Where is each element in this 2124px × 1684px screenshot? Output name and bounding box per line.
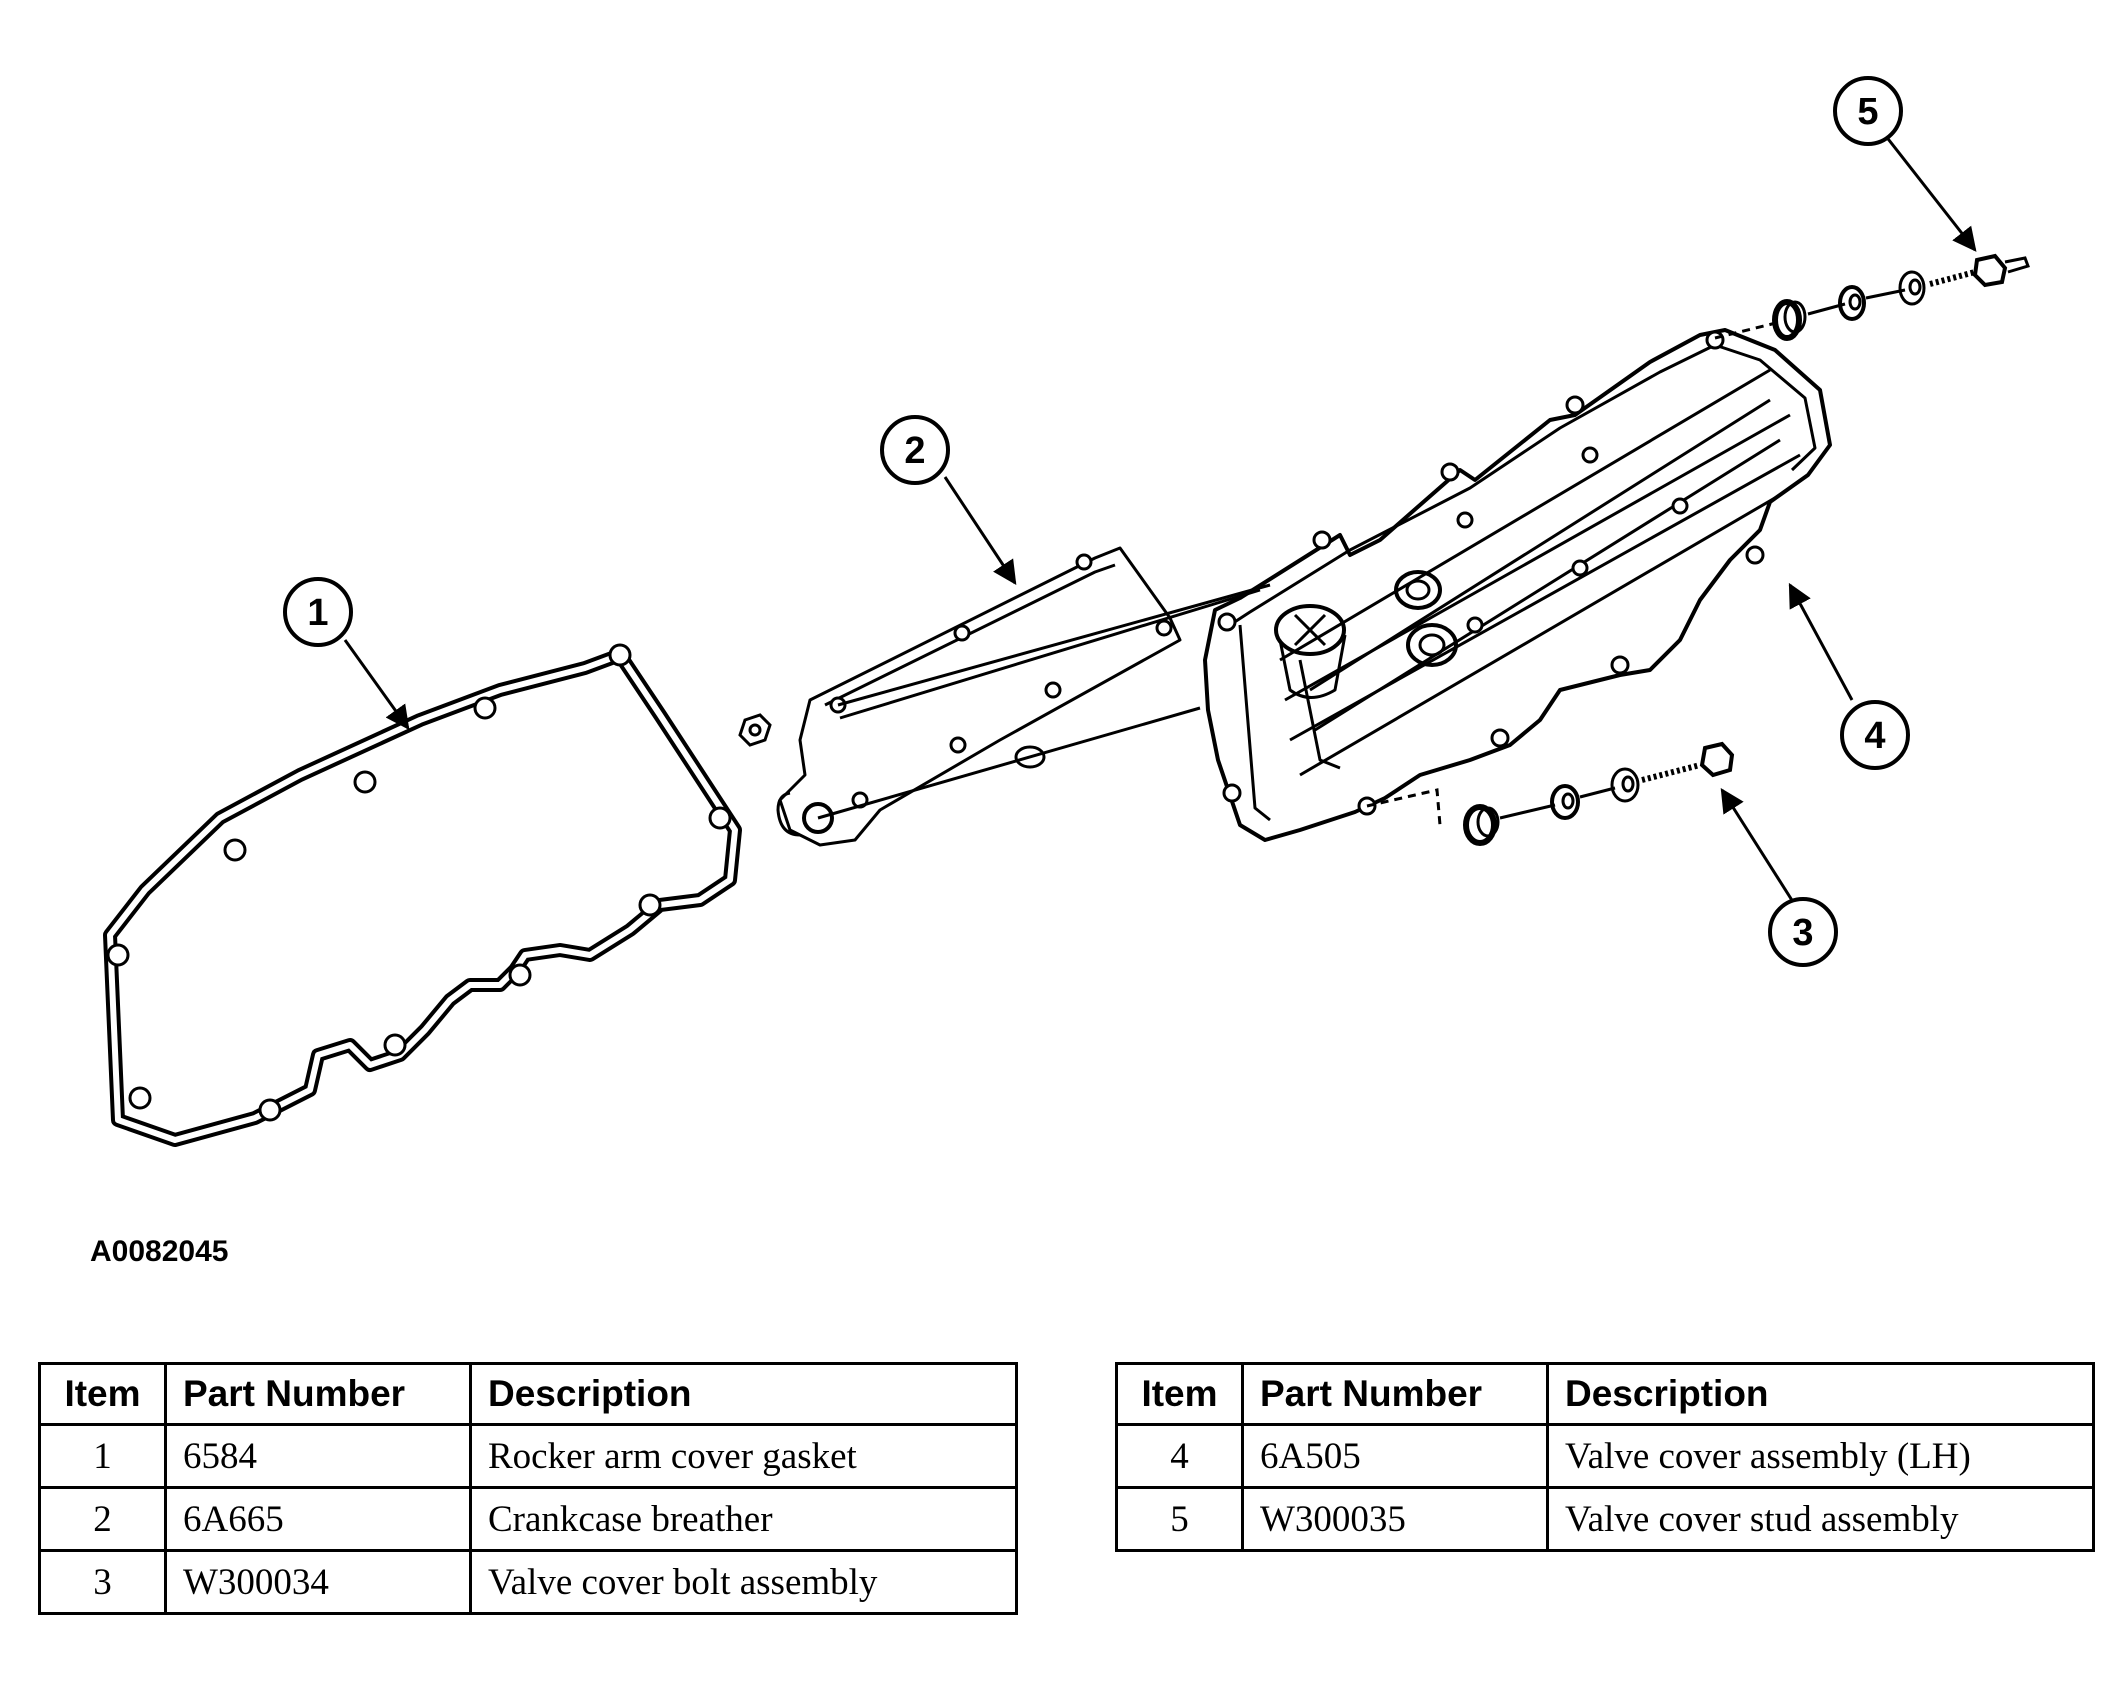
header-description: Description — [1546, 1362, 2095, 1426]
parts-table-left: Item Part Number Description 1 6584 Rock… — [38, 1362, 1018, 1615]
cell-part-number: 6A505 — [1241, 1423, 1549, 1489]
callout-4: 4 — [1840, 700, 1910, 770]
svg-text:1: 1 — [307, 592, 328, 634]
table-header-row: Item Part Number Description — [38, 1362, 1018, 1426]
cell-part-number: 6A665 — [164, 1486, 472, 1552]
cell-description: Valve cover bolt assembly — [469, 1549, 1018, 1615]
header-description: Description — [469, 1362, 1018, 1426]
cell-description: Valve cover stud assembly — [1546, 1486, 2095, 1552]
cell-item: 5 — [1115, 1486, 1244, 1552]
valve-cover-assembly — [1203, 328, 1832, 842]
cell-part-number: W300035 — [1241, 1486, 1549, 1552]
callout-leaders — [343, 134, 1977, 906]
svg-text:5: 5 — [1857, 91, 1878, 133]
table-row: 2 6A665 Crankcase breather — [38, 1486, 1018, 1552]
cell-item: 3 — [38, 1549, 167, 1615]
nut — [738, 713, 772, 747]
header-item: Item — [38, 1362, 167, 1426]
figure-id: A0082045 — [90, 1235, 229, 1268]
callout-1: 1 — [283, 577, 353, 647]
cell-item: 4 — [1115, 1423, 1244, 1489]
rocker-arm-cover-gasket — [103, 643, 742, 1147]
table-row: 4 6A505 Valve cover assembly (LH) — [1115, 1423, 2095, 1489]
valve-cover-bolt-assembly — [1366, 741, 1735, 846]
cell-description: Crankcase breather — [469, 1486, 1018, 1552]
callout-3: 3 — [1768, 897, 1838, 967]
header-item: Item — [1115, 1362, 1244, 1426]
header-part-number: Part Number — [164, 1362, 472, 1426]
callout-2: 2 — [880, 415, 950, 485]
table-row: 5 W300035 Valve cover stud assembly — [1115, 1486, 2095, 1552]
valve-cover-stud-assembly — [1714, 253, 2030, 341]
parts-table-right: Item Part Number Description 4 6A505 Val… — [1115, 1362, 2095, 1552]
header-part-number: Part Number — [1241, 1362, 1549, 1426]
svg-text:2: 2 — [904, 430, 925, 472]
table-row: 3 W300034 Valve cover bolt assembly — [38, 1549, 1018, 1615]
svg-text:4: 4 — [1864, 715, 1885, 757]
cell-description: Valve cover assembly (LH) — [1546, 1423, 2095, 1489]
cell-part-number: 6584 — [164, 1423, 472, 1489]
cell-description: Rocker arm cover gasket — [469, 1423, 1018, 1489]
svg-text:3: 3 — [1792, 912, 1813, 954]
callout-5: 5 — [1833, 76, 1903, 146]
cell-item: 1 — [38, 1423, 167, 1489]
table-row: 1 6584 Rocker arm cover gasket — [38, 1423, 1018, 1489]
cell-item: 2 — [38, 1486, 167, 1552]
crankcase-breather — [776, 546, 1271, 847]
cell-part-number: W300034 — [164, 1549, 472, 1615]
table-header-row: Item Part Number Description — [1115, 1362, 2095, 1426]
